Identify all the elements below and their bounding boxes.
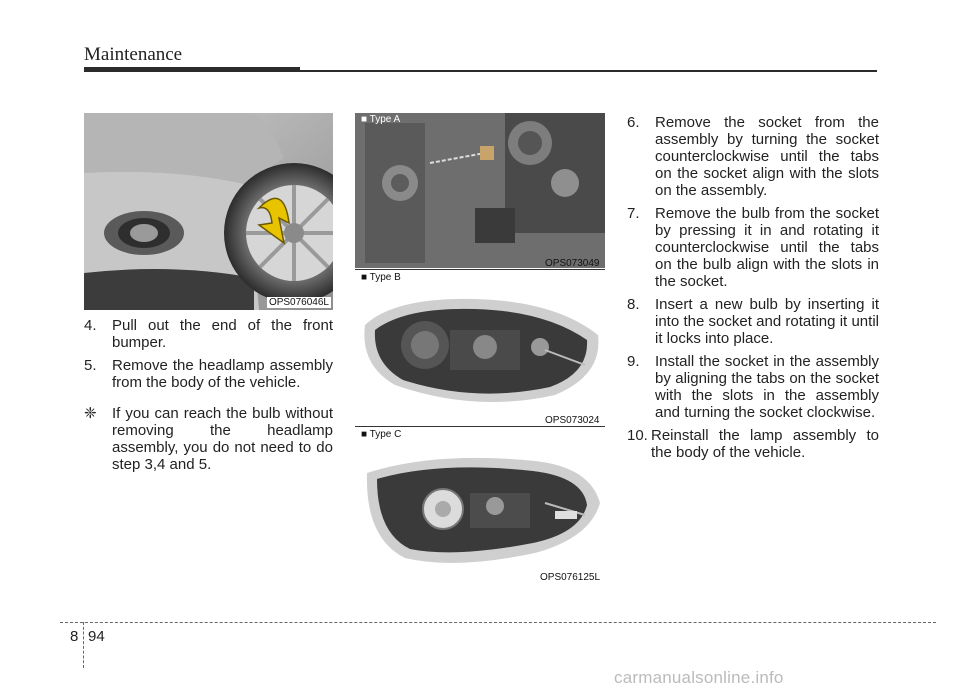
- type-b-code: OPS073024: [545, 415, 600, 426]
- step-number: 9.: [627, 353, 640, 370]
- step-item: 10. Reinstall the lamp assembly to the b…: [627, 427, 879, 461]
- step-text: Reinstall the lamp assembly to the body …: [651, 427, 879, 461]
- step-text: Remove the bulb from the socket by press…: [655, 205, 879, 290]
- type-c-code: OPS076125L: [540, 572, 601, 583]
- page-header-title: Maintenance: [84, 44, 183, 65]
- bumper-figure-code: OPS076046L: [266, 297, 331, 308]
- type-c-label: ■ Type C: [361, 429, 402, 440]
- step-number: 10.: [627, 427, 648, 444]
- step-item: 5. Remove the headlamp assembly from the…: [84, 357, 333, 391]
- left-text-column: 4. Pull out the end of the front bumper.…: [84, 317, 333, 479]
- step-item: 9. Install the socket in the assembly by…: [627, 353, 879, 421]
- footer-rule: [60, 622, 936, 623]
- step-text: Remove the socket from the assembly by t…: [655, 114, 879, 199]
- step-item: 6. Remove the socket from the assembly b…: [627, 114, 879, 199]
- step-number: 8.: [627, 296, 640, 313]
- note-symbol: ❈: [84, 405, 97, 422]
- type-a-label: ■ Type A: [361, 114, 401, 125]
- page-number: 94: [88, 628, 105, 645]
- header-rule-thick: [84, 67, 300, 72]
- step-text: Install the socket in the assembly by al…: [655, 353, 879, 421]
- type-b-label: ■ Type B: [361, 272, 401, 283]
- type-c-figure: [355, 443, 605, 570]
- right-text-column: 6. Remove the socket from the assembly b…: [627, 114, 879, 467]
- watermark-text: carmanualsonline.info: [614, 668, 784, 687]
- type-b-figure: [355, 285, 605, 413]
- step-number: 5.: [84, 357, 97, 374]
- note-text: If you can reach the bulb without removi…: [112, 405, 333, 473]
- step-text: Remove the headlamp assembly from the bo…: [112, 357, 333, 391]
- footer-divider: [83, 622, 84, 668]
- type-a-code: OPS073049: [545, 258, 600, 269]
- step-number: 4.: [84, 317, 97, 334]
- step-text: Pull out the end of the front bumper.: [112, 317, 333, 351]
- step-item: 7. Remove the bulb from the socket by pr…: [627, 205, 879, 290]
- step-item: 8. Insert a new bulb by inserting it int…: [627, 296, 879, 347]
- chapter-number: 8: [70, 628, 79, 645]
- step-number: 7.: [627, 205, 640, 222]
- note-item: ❈ If you can reach the bulb without remo…: [84, 405, 333, 473]
- step-number: 6.: [627, 114, 640, 131]
- bumper-figure: OPS076046L: [84, 113, 333, 310]
- figure-separator: [355, 426, 605, 427]
- step-item: 4. Pull out the end of the front bumper.: [84, 317, 333, 351]
- header-rule-thin: [300, 70, 877, 72]
- type-a-figure: ■ Type A: [355, 113, 605, 268]
- figure-separator: [355, 269, 605, 270]
- step-text: Insert a new bulb by inserting it into t…: [655, 296, 879, 347]
